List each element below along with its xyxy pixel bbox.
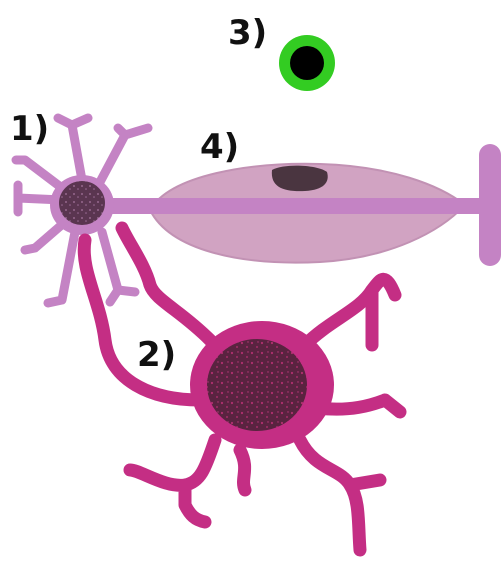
- sheath-nucleus: [272, 166, 328, 191]
- neuron-dendrite: [25, 222, 65, 250]
- glial-nucleus: [207, 339, 307, 431]
- ring-center: [290, 46, 324, 80]
- neuron-nucleus: [59, 181, 105, 225]
- neuron-dendrite: [58, 118, 88, 180]
- label-1: 1): [10, 109, 49, 149]
- label-4: 4): [200, 127, 239, 167]
- glial-process: [305, 279, 395, 345]
- neuron-dendrite: [48, 232, 75, 303]
- glial-process: [240, 450, 245, 490]
- label-3: 3): [228, 13, 267, 53]
- label-2: 2): [137, 335, 176, 375]
- glial-process: [300, 440, 380, 550]
- glial-process: [130, 440, 215, 522]
- cell-3: [279, 35, 335, 91]
- neuron-dendrite: [16, 160, 62, 188]
- neuron-dendrite: [100, 128, 148, 182]
- glial-cell: [84, 228, 400, 550]
